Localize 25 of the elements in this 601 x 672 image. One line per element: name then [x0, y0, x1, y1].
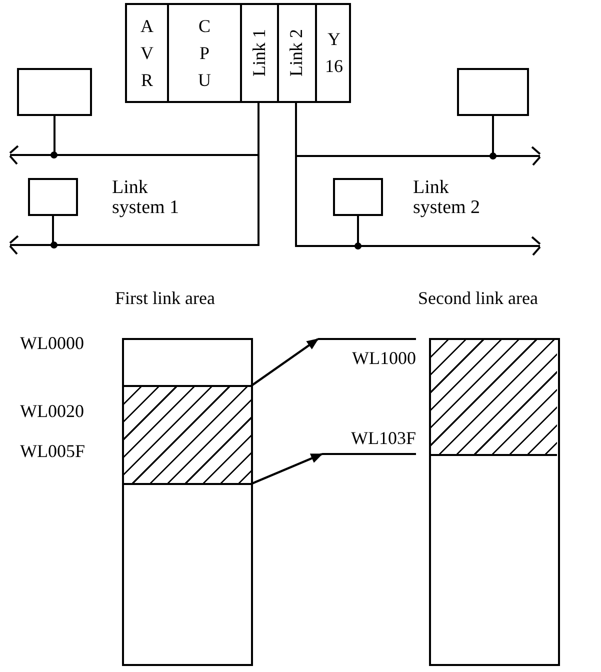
- hatched-region: [431, 340, 557, 456]
- module-slot: C P U: [167, 5, 240, 101]
- system-label: Link system 2: [413, 178, 482, 218]
- module-slot: Y 16: [315, 5, 351, 101]
- address-label: WL005F: [20, 442, 85, 461]
- arrow: [250, 452, 323, 486]
- module-slot: Link 2: [277, 5, 315, 101]
- station-box: [457, 68, 529, 116]
- station-box: [333, 178, 383, 216]
- system-label: Link system 1: [112, 178, 180, 218]
- bus-line: [295, 101, 359, 247]
- hatched-region: [124, 385, 251, 485]
- module-slot: A V R: [127, 5, 167, 101]
- arrow: [250, 338, 319, 387]
- bus-line: [52, 101, 260, 246]
- address-label: WL1000: [318, 338, 416, 376]
- area-heading: First link area: [115, 288, 215, 309]
- address-label: WL0000: [20, 334, 84, 353]
- module-slot: Link 1: [240, 5, 277, 101]
- plc-rack-box: [125, 3, 351, 103]
- station-box: [28, 178, 78, 216]
- station-box: [17, 68, 92, 116]
- address-label: WL103F: [322, 420, 416, 455]
- area-heading: Second link area: [418, 288, 538, 309]
- address-label: WL0020: [20, 402, 84, 421]
